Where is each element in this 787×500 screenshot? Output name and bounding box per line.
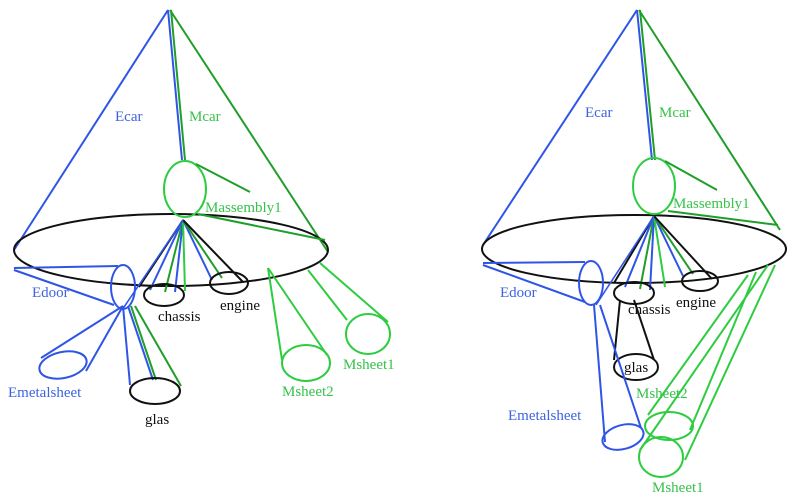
- right-edoor-cone: [482, 260, 604, 306]
- left-label-chassis: chassis: [158, 309, 201, 325]
- left-label-edoor: Edoor: [32, 285, 69, 301]
- left-label-mcar: Mcar: [189, 109, 221, 125]
- left-label-massembly: Massembly1: [205, 200, 282, 216]
- left-glas-cone: [122, 305, 182, 405]
- right-engine-node: [681, 270, 719, 292]
- left-label-msheet1: Msheet1: [343, 357, 395, 373]
- left-car-cone: [13, 9, 329, 287]
- right-chassis-node: [613, 281, 655, 305]
- right-label-massembly: Massembly1: [673, 196, 750, 212]
- right-emetalsheet-cone: [593, 304, 645, 451]
- left-label-msheet2: Msheet2: [282, 384, 334, 400]
- left-emetalsheet-cone: [38, 305, 124, 380]
- left-massembly-cone: [163, 160, 326, 241]
- right-label-msheet1: Msheet1: [652, 480, 704, 496]
- left-label-engine: engine: [220, 298, 260, 314]
- left-label-ecar: Ecar: [115, 109, 142, 125]
- left-engine-node: [209, 271, 249, 295]
- left-label-glas: glas: [145, 412, 169, 428]
- right-label-emetalsheet: Emetalsheet: [508, 408, 582, 424]
- right-label-ecar: Ecar: [585, 105, 612, 121]
- right-label-mcar: Mcar: [659, 105, 691, 121]
- left-label-emetalsheet: Emetalsheet: [8, 385, 82, 401]
- right-car-cone: [481, 9, 787, 284]
- left-msheet-cones: [267, 262, 391, 382]
- left-hub-fan: [121, 219, 244, 311]
- right-label-edoor: Edoor: [500, 285, 537, 301]
- right-massembly-cone: [632, 157, 779, 226]
- right-msheet-cones: [638, 264, 776, 478]
- right-label-glas: glas: [624, 360, 648, 376]
- right-hub-fan: [595, 215, 713, 306]
- right-label-chassis: chassis: [628, 302, 671, 318]
- right-tree: Ecar Mcar Massembly1 Edoor chassis engin…: [481, 9, 787, 496]
- right-label-msheet2: Msheet2: [636, 386, 688, 402]
- left-tree: Ecar Mcar Massembly1 Edoor chassis engin…: [8, 9, 395, 428]
- left-chassis-node: [143, 283, 185, 307]
- right-label-engine: engine: [676, 295, 716, 311]
